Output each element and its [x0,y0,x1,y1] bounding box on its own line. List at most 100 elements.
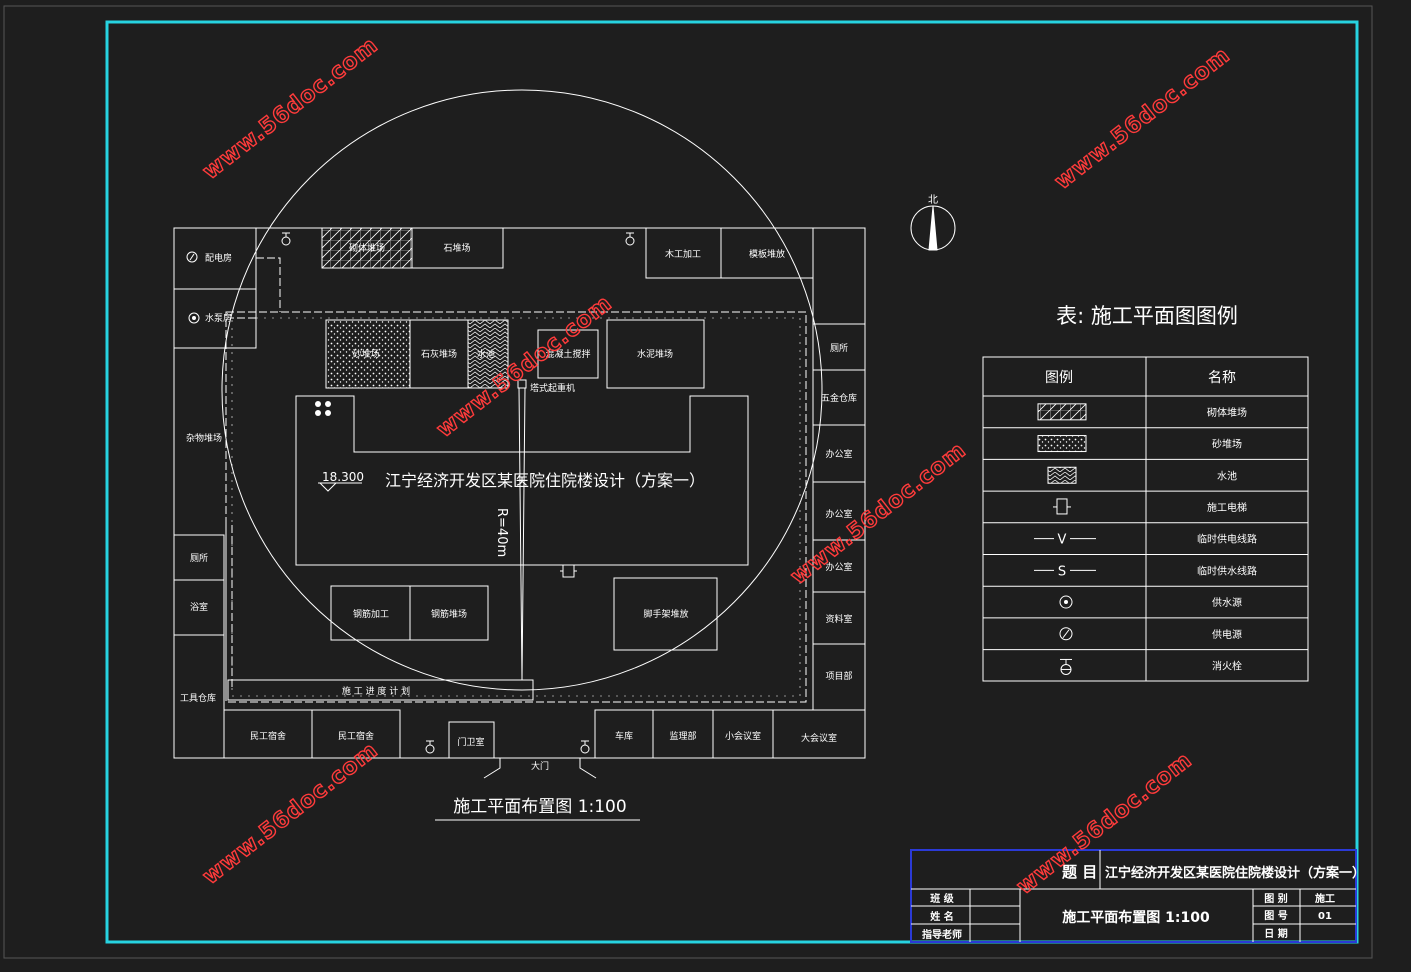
left-supply-line [225,525,233,700]
label-concrete-mix: 混凝土搅拌 [545,348,590,360]
bottom-rooms [223,709,866,759]
legend-row-name: 临时供电线路 [1197,533,1257,546]
label-guard: 门卫室 [457,736,484,748]
tb-number: 01 [1318,911,1332,922]
elevation-value: 18.300 [322,470,364,484]
tb-name-label: 姓 名 [929,910,953,923]
title-block-text: 题 目 江宁经济开发区某医院住院楼设计（方案一） 班 级 姓 名 指导老师 施工… [922,863,1365,941]
pool-wave-icon [1047,466,1077,484]
power-line-icon: V [1034,533,1096,548]
north-arrow-icon [910,205,956,251]
water-source-map-icon [188,312,200,324]
label-project-dept: 项目部 [825,670,852,682]
tower-crane-icon [517,379,527,389]
temporary-supply-line [225,311,807,703]
room-labels: 配电房 水泵房 砌体堆场 石堆场 木工加工 模板堆放 砂堆场 石灰堆场 水池 混… [180,242,857,772]
label-brick-yard: 砌体堆场 [349,242,385,254]
building-outline [295,395,749,566]
elevator-icon [1053,498,1071,515]
label-misc-yard: 杂物堆场 [186,432,222,444]
legend-row-name: 临时供水线路 [1197,564,1257,577]
tb-class-label: 班 级 [930,892,954,905]
watermark-2: www.56doc.com [1050,43,1235,195]
label-scaffold: 脚手架堆放 [643,608,688,620]
elevator-marker-icon [560,564,577,578]
water-line-icon: S [1034,564,1096,579]
legend-row-name: 施工电梯 [1207,501,1247,514]
watermark-5: www.56doc.com [198,738,383,890]
elevation-marker-icon [318,482,362,492]
interior-yards [227,319,718,701]
top-rooms [321,227,814,279]
label-stone-yard: 石堆场 [443,243,470,254]
label-power-room: 配电房 [205,252,232,264]
power-source-icon [1059,627,1073,641]
label-rebar-yard: 钢筋堆场 [431,608,467,620]
legend-row-lines [983,395,1308,651]
water-source-icon [1059,595,1073,609]
legend-col-symbol: 图例 [1045,370,1073,386]
label-lime-yard: 石灰堆场 [421,348,457,360]
north-label: 北 [928,194,938,206]
equipment-dots-icon [315,401,331,416]
label-formwork: 模板堆放 [749,248,785,260]
sand-dots-icon [1037,435,1087,453]
tb-category: 施工 [1315,892,1335,905]
right-rooms [812,228,866,711]
crane-radius-circle [221,89,823,691]
label-tool-room: 工具仓库 [180,692,216,704]
label-gate: 大门 [531,760,549,772]
watermarks: www.56doc.com www.56doc.com www.56doc.co… [198,32,1236,900]
crane-boom [518,387,526,681]
label-pump-room: 水泵房 [205,312,232,324]
legend-row-name: 水池 [1217,469,1237,482]
label-toilet-right: 厕所 [830,343,848,354]
plan-title: 施工平面布置图 1:100 [453,797,626,817]
legend-title: 表: 施工平面图图例 [1056,304,1238,328]
label-cement-yard: 水泥堆场 [637,348,673,360]
label-office1: 办公室 [825,448,852,460]
hydrant-icon [281,232,635,754]
label-toilet-left: 厕所 [190,553,208,564]
tb-number-label: 图 号 [1264,910,1287,922]
drawing-sheet-outline [3,5,1373,959]
label-bath: 浴室 [190,601,208,613]
title-block [910,849,1357,943]
left-rooms [173,227,257,759]
watermark-1: www.56doc.com [198,33,383,185]
legend-row-name: 供水源 [1212,596,1242,609]
legend-col-name: 名称 [1208,370,1236,386]
legend-icons: VS [1034,403,1096,675]
power-feed-line [230,257,281,319]
label-dorm2: 民工宿舍 [338,730,374,742]
tb-topic-label: 题 目 [1062,863,1097,881]
legend-table [982,356,1309,682]
tb-date-label: 日 期 [1264,927,1287,940]
label-office2: 办公室 [825,508,852,520]
label-supervision: 监理部 [669,730,696,742]
label-archive: 资料室 [825,613,852,625]
building-name: 江宁经济开发区某医院住院楼设计（方案一） [385,471,705,490]
label-dorm1: 民工宿舍 [250,730,286,742]
tb-drawing-title: 施工平面布置图 1:100 [1062,909,1210,926]
power-source-map-icon [186,251,198,263]
legend-row-name: 供电源 [1212,628,1242,641]
label-progress-plan: 施 工 进 度 计 划 [342,685,410,697]
label-sand-yard: 砂堆场 [352,348,379,360]
label-pool: 水池 [477,348,495,360]
label-carpentry: 木工加工 [665,248,701,260]
label-rebar-process: 钢筋加工 [353,608,389,620]
label-meeting-small: 小会议室 [725,730,761,742]
brick-hatch-icon [1037,403,1087,421]
gate-icon [483,758,597,779]
label-garage: 车库 [615,730,633,742]
legend-row-name: 砌体堆场 [1207,406,1247,419]
label-office3: 办公室 [825,561,852,573]
hydrant-icon [1060,658,1072,675]
legend-row-name: 砂堆场 [1212,438,1242,451]
legend-line-symbol: S [1058,564,1066,579]
legend-row-name: 消火栓 [1212,659,1242,672]
drawing-border-frame [105,20,1359,944]
